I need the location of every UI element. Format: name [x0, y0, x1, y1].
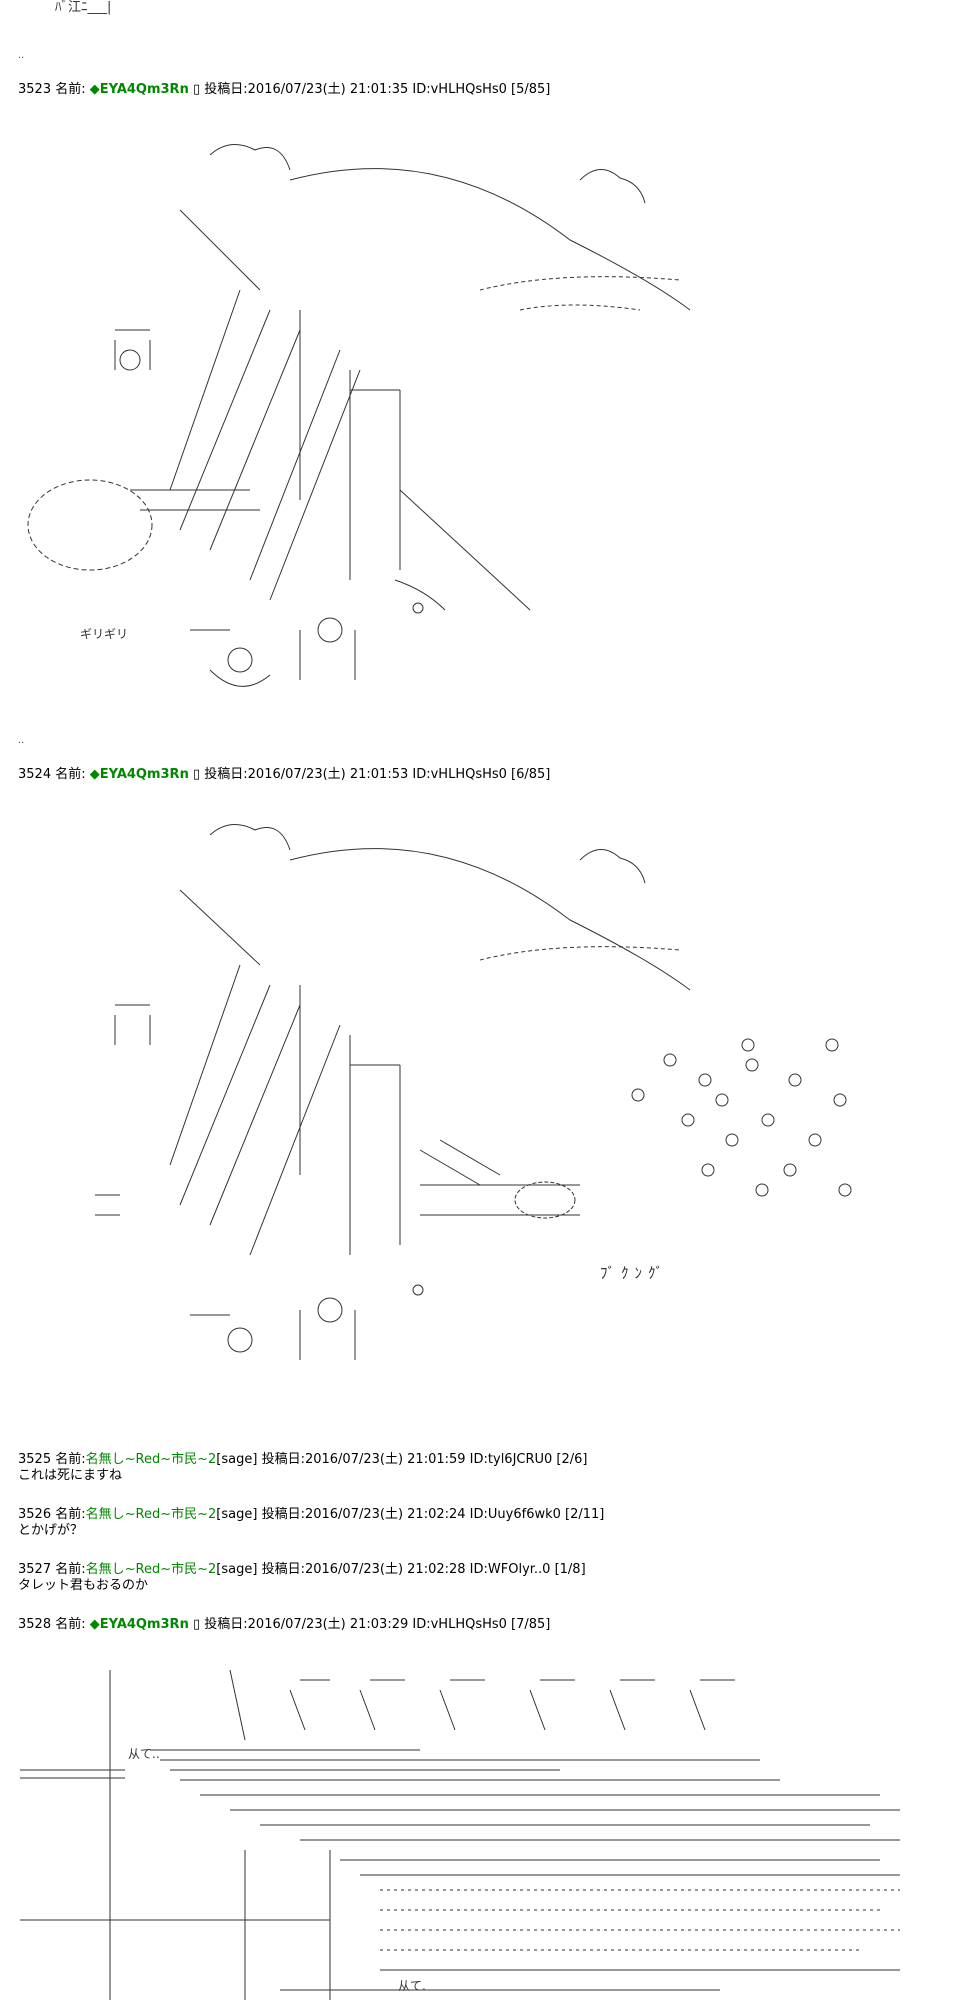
post-body-3526: とかげが？ [18, 1523, 84, 1538]
ascii-art-speed-lines [20, 1669, 900, 2000]
post-header-3528: 3528 名前: ◆EYA4Qm3Rn ▯ 投稿日:2016/07/23(土) … [18, 1617, 550, 1633]
post-header-3523: 3523 名前: ◆EYA4Qm3Rn ▯ 投稿日:2016/07/23(土) … [18, 82, 550, 98]
aa-top-fragment: ﾊﾞ江ﾆ___| [55, 0, 112, 15]
post-number: 3527 [18, 1562, 52, 1577]
post-number: 3525 [18, 1452, 52, 1467]
post-number: 3526 [18, 1507, 52, 1522]
name-label: 名前: [55, 82, 86, 97]
posted-label: 投稿日: [261, 1452, 305, 1467]
trip-mark: ▯ [192, 1617, 201, 1632]
posted-label: 投稿日: [261, 1507, 305, 1522]
name-label: 名前: [55, 767, 86, 782]
posted-label: 投稿日: [204, 1617, 248, 1632]
post-date: 2016/07/23(土) 21:01:53 ID:vHLHQsHs0 [6/8… [247, 767, 551, 782]
post-number: 3524 [18, 767, 52, 782]
aa-label-mitte-2: 从て. [398, 1979, 426, 1993]
name-label: 名前: [55, 1562, 86, 1577]
author-name[interactable]: ◆EYA4Qm3Rn [89, 767, 189, 782]
author-name[interactable]: 名無し~Red~市民~2 [85, 1452, 217, 1467]
post-date: 2016/07/23(土) 21:02:24 ID:Uuy6f6wk0 [2/1… [304, 1507, 605, 1522]
ascii-art-tank-scene [27, 144, 691, 687]
separator-dots: .. [18, 50, 25, 61]
ascii-art-tank-firing [95, 824, 852, 1360]
post-header-3525: 3525 名前:名無し~Red~市民~2[sage] 投稿日:2016/07/2… [18, 1452, 588, 1468]
post-date: 2016/07/23(土) 21:02:28 ID:WFOlyr..0 [1/8… [304, 1562, 586, 1577]
post-header-3527: 3527 名前:名無し~Red~市民~2[sage] 投稿日:2016/07/2… [18, 1562, 586, 1578]
name-label: 名前: [55, 1452, 86, 1467]
post-date: 2016/07/23(土) 21:01:59 ID:tyl6JCRU0 [2/6… [304, 1452, 588, 1467]
sage-tag: [sage] [216, 1507, 258, 1522]
posted-label: 投稿日: [204, 82, 248, 97]
post-date: 2016/07/23(土) 21:01:35 ID:vHLHQsHs0 [5/8… [247, 82, 551, 97]
post-body-3525: これは死にますね [18, 1468, 123, 1483]
post-number: 3528 [18, 1617, 52, 1632]
post-date: 2016/07/23(土) 21:03:29 ID:vHLHQsHs0 [7/8… [247, 1617, 551, 1632]
sage-tag: [sage] [216, 1452, 258, 1467]
sage-tag: [sage] [216, 1562, 258, 1577]
trip-mark: ▯ [192, 767, 201, 782]
trip-mark: ▯ [192, 82, 201, 97]
post-number: 3523 [18, 82, 52, 97]
aa-label-mitte-1: 从て.. [128, 1747, 160, 1761]
author-name[interactable]: ◆EYA4Qm3Rn [89, 82, 189, 97]
post-header-3526: 3526 名前:名無し~Red~市民~2[sage] 投稿日:2016/07/2… [18, 1507, 604, 1523]
post-body-3527: タレット君もおるのか [18, 1578, 149, 1593]
post-header-3524: 3524 名前: ◆EYA4Qm3Rn ▯ 投稿日:2016/07/23(土) … [18, 767, 550, 783]
separator-dots: .. [18, 735, 25, 746]
aa-label-girigiri: ギリギリ [80, 627, 129, 641]
author-name[interactable]: ◆EYA4Qm3Rn [89, 1617, 189, 1632]
author-name[interactable]: 名無し~Red~市民~2 [85, 1507, 217, 1522]
posted-label: 投稿日: [204, 767, 248, 782]
name-label: 名前: [55, 1507, 86, 1522]
posted-label: 投稿日: [261, 1562, 305, 1577]
name-label: 名前: [55, 1617, 86, 1632]
aa-sfx-gyun: ﾌﾞｸﾝｸﾞ [600, 1264, 670, 1282]
author-name[interactable]: 名無し~Red~市民~2 [85, 1562, 217, 1577]
